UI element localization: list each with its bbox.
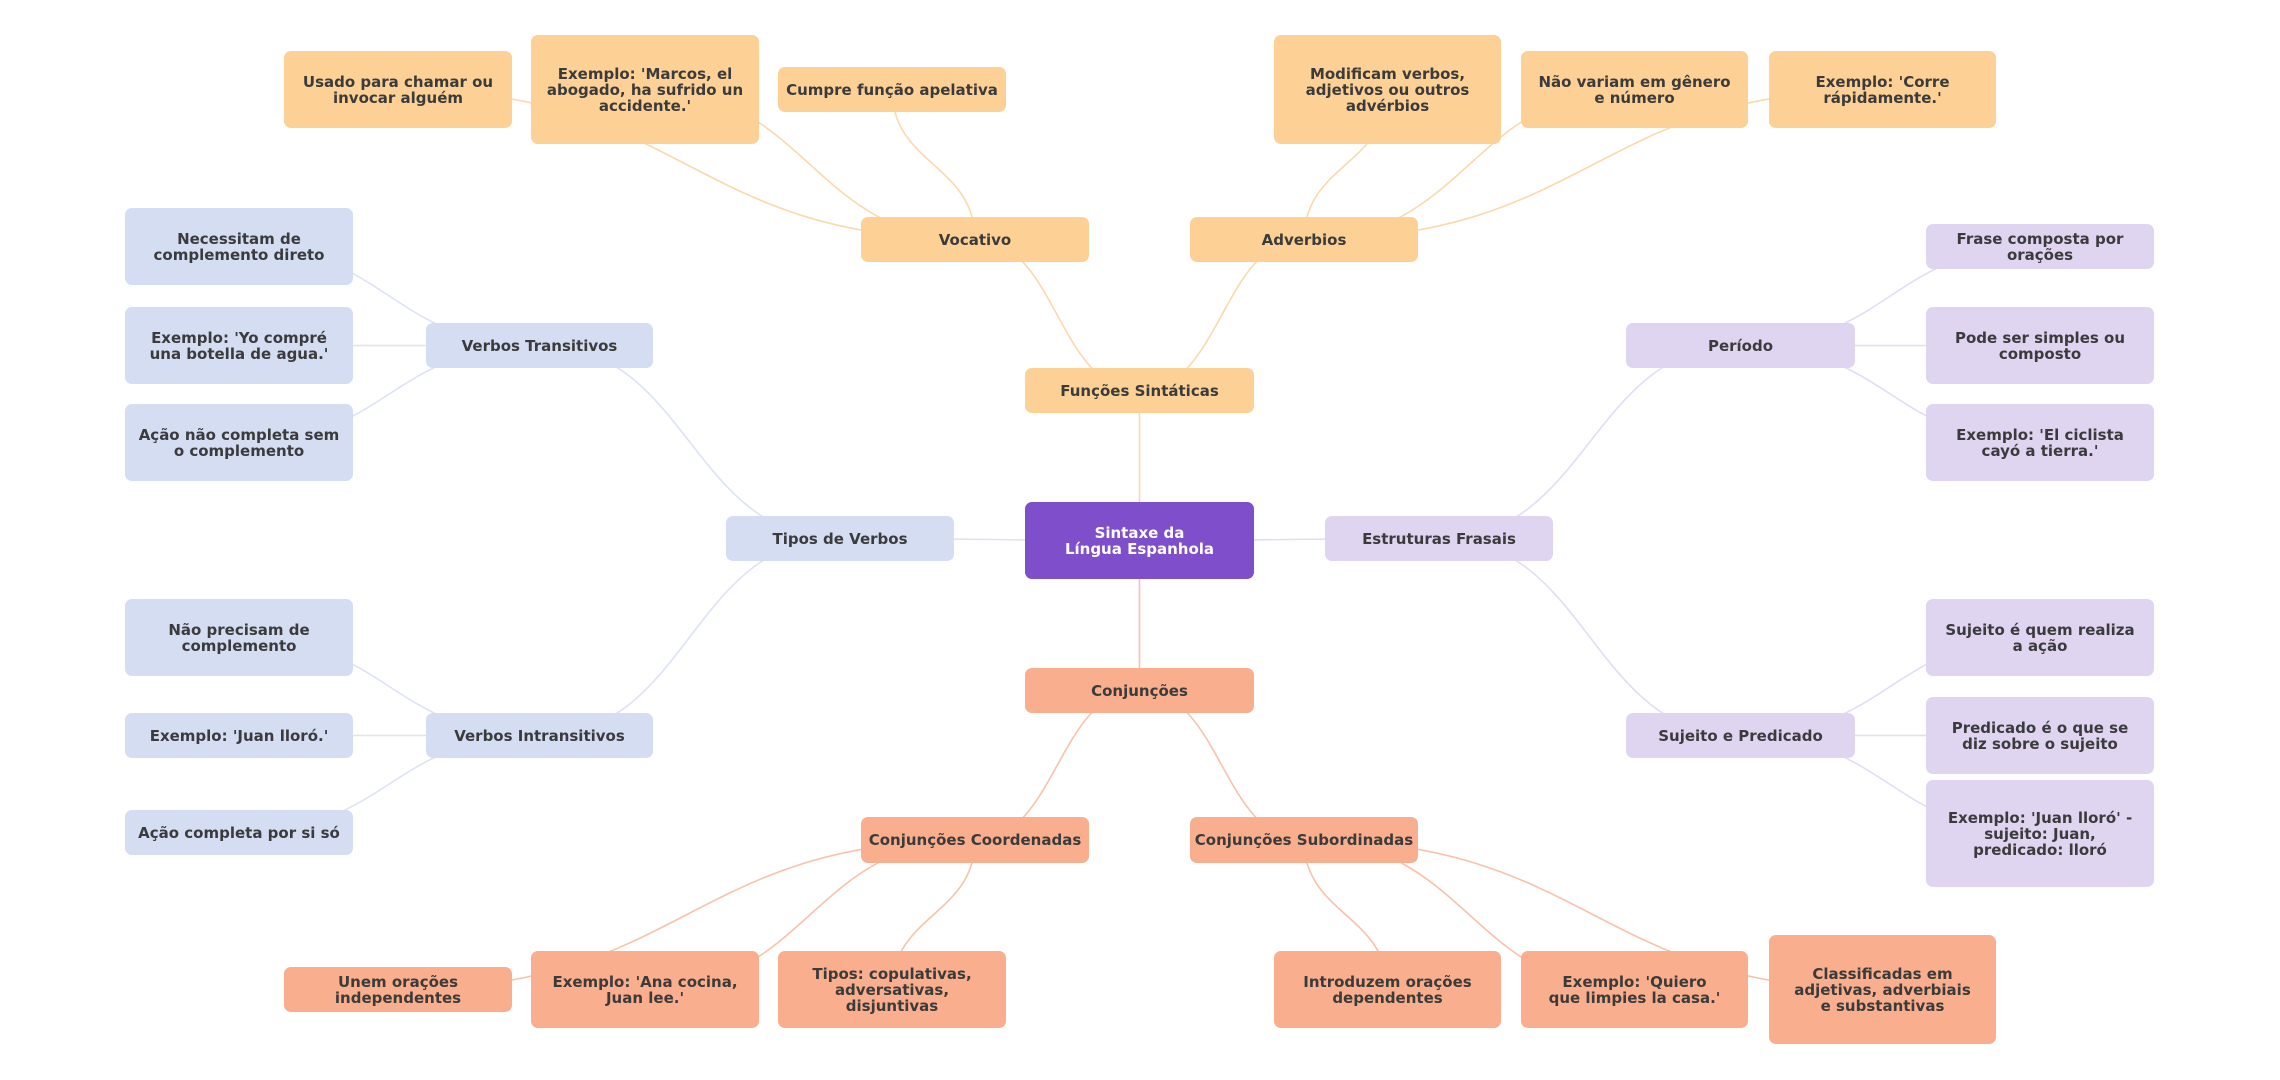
node-periodo-pode-ser[interactable]: Pode ser simples ou composto	[1926, 307, 2154, 384]
node-adverbios-modificam[interactable]: Modificam verbos, adjetivos ou outros ad…	[1274, 35, 1501, 144]
edge-periodo	[1438, 344, 1741, 540]
node-sujpred-predicado[interactable]: Predicado é o que se diz sobre o sujeito	[1926, 697, 2154, 774]
node-periodo[interactable]: Período	[1626, 323, 1855, 368]
node-vocativo[interactable]: Vocativo	[861, 217, 1089, 262]
edge-vocativo-apelativa	[891, 89, 976, 240]
node-sujeito-predicado[interactable]: Sujeito e Predicado	[1626, 713, 1855, 758]
node-intransitivos-nao-precisam[interactable]: Não precisam de complemento	[125, 599, 353, 676]
node-periodo-frase[interactable]: Frase composta por orações	[1926, 224, 2154, 269]
node-estruturas-frasais[interactable]: Estruturas Frasais	[1325, 516, 1553, 561]
node-sujpred-exemplo[interactable]: Exemplo: 'Juan lloró' - sujeito: Juan, p…	[1926, 780, 2154, 887]
node-vocativo-usado[interactable]: Usado para chamar ou invocar alguém	[284, 51, 512, 128]
root-node[interactable]: Sintaxe da Língua Espanhola	[1025, 502, 1254, 579]
node-subordinadas-introduzem[interactable]: Introduzem orações dependentes	[1274, 951, 1501, 1028]
node-conjuncoes-subordinadas[interactable]: Conjunções Subordinadas	[1190, 817, 1418, 863]
node-subordinadas-exemplo[interactable]: Exemplo: 'Quiero que limpies la casa.'	[1521, 951, 1748, 1028]
node-periodo-exemplo[interactable]: Exemplo: 'El ciclista cayó a tierra.'	[1926, 404, 2154, 481]
node-vocativo-apelativa[interactable]: Cumpre função apelativa	[778, 67, 1006, 112]
node-vocativo-exemplo[interactable]: Exemplo: 'Marcos, el abogado, ha sufrido…	[531, 35, 759, 144]
edge-sujeito-predicado	[1438, 537, 1741, 737]
node-verbos-intransitivos[interactable]: Verbos Intransitivos	[426, 713, 653, 758]
node-coordenadas-exemplo[interactable]: Exemplo: 'Ana cocina, Juan lee.'	[531, 951, 759, 1028]
node-transitivos-acao[interactable]: Ação não completa sem o complemento	[125, 404, 353, 481]
node-verbos-transitivos[interactable]: Verbos Transitivos	[426, 323, 653, 368]
node-adverbios-exemplo[interactable]: Exemplo: 'Corre rápidamente.'	[1769, 51, 1996, 128]
node-sujpred-sujeito[interactable]: Sujeito é quem realiza a ação	[1926, 599, 2154, 676]
node-adverbios[interactable]: Adverbios	[1190, 217, 1418, 262]
node-transitivos-necessitam[interactable]: Necessitam de complemento direto	[125, 208, 353, 285]
node-conjuncoes[interactable]: Conjunções	[1025, 668, 1254, 713]
node-funcoes-sintaticas[interactable]: Funções Sintáticas	[1025, 368, 1254, 413]
node-intransitivos-acao[interactable]: Ação completa por si só	[125, 810, 353, 855]
edge-verbos-transitivos	[539, 344, 841, 540]
node-coordenadas-unem[interactable]: Unem orações independentes	[284, 967, 512, 1012]
root-label: Sintaxe da Língua Espanhola	[1064, 523, 1215, 558]
node-transitivos-exemplo[interactable]: Exemplo: 'Yo compré una botella de agua.…	[125, 307, 353, 384]
node-adverbios-nao-variam[interactable]: Não variam em gênero e número	[1521, 51, 1748, 128]
node-coordenadas-tipos[interactable]: Tipos: copulativas, adversativas, disjun…	[778, 951, 1006, 1028]
node-tipos-de-verbos[interactable]: Tipos de Verbos	[726, 516, 954, 561]
node-subordinadas-classificadas[interactable]: Classificadas em adjetivas, adverbiais e…	[1769, 935, 1996, 1044]
node-conjuncoes-coordenadas[interactable]: Conjunções Coordenadas	[861, 817, 1089, 863]
node-intransitivos-exemplo[interactable]: Exemplo: 'Juan lloró.'	[125, 713, 353, 758]
edge-verbos-intransitivos	[539, 537, 841, 737]
